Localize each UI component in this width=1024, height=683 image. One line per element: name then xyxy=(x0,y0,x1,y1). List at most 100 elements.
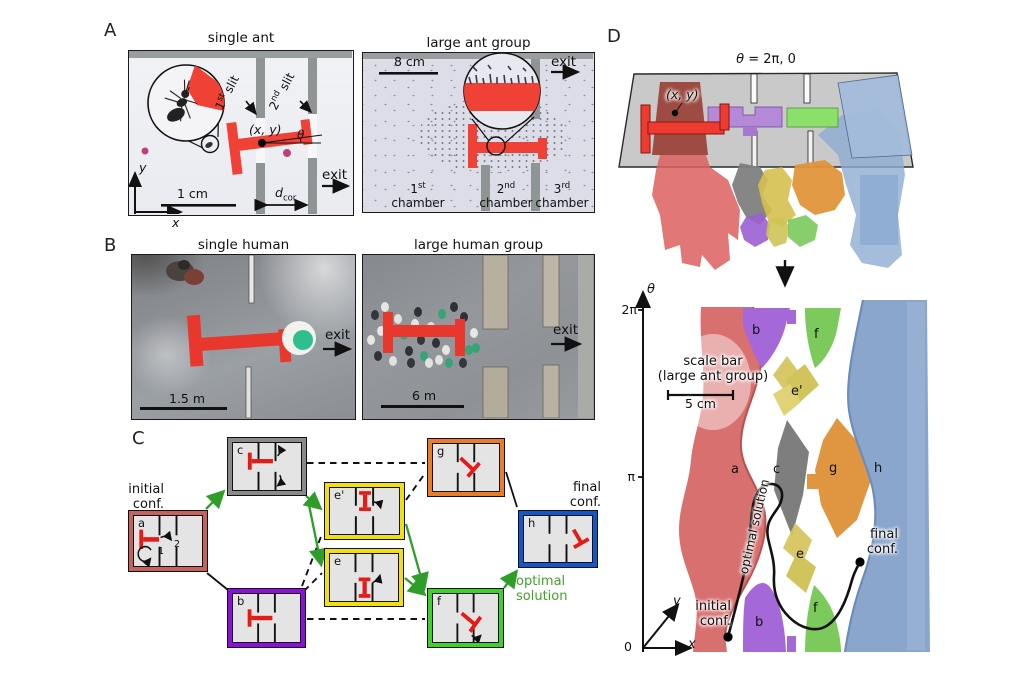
region-g-label: g xyxy=(829,461,838,476)
x-axis-label: x xyxy=(688,637,696,652)
region-c-label: c xyxy=(773,462,781,477)
region-c xyxy=(774,420,809,536)
t-load xyxy=(383,312,465,356)
photo-large-ant-group: 8 cm exit 1st chamber 2nd chamber 3rd ch… xyxy=(362,52,595,213)
chamber3-label: 3rd chamber xyxy=(535,181,589,210)
scalebar-line xyxy=(161,204,236,207)
node-letter: e xyxy=(334,554,342,568)
hanging-volumes xyxy=(652,110,905,270)
wall-top xyxy=(248,255,255,304)
config-box-b: b xyxy=(227,588,306,648)
y-axis-label: y xyxy=(139,160,147,175)
initial-conf-point xyxy=(723,632,733,642)
rotate-arrow-icon xyxy=(372,573,383,584)
scalebar-line xyxy=(379,72,438,75)
region-f-bottom xyxy=(805,585,841,652)
magnifier-icon xyxy=(463,53,541,156)
marker-dot xyxy=(283,149,291,157)
config-box-f: f xyxy=(427,588,504,648)
final-conf-point xyxy=(855,557,865,567)
scalebar-line xyxy=(666,390,735,400)
config-f-diagram xyxy=(456,594,483,642)
region-e xyxy=(783,523,816,593)
node-letter: f xyxy=(437,594,442,608)
region-b-top-label: b xyxy=(752,323,761,338)
plane-theta-label: θ = 2π, 0 xyxy=(736,52,796,67)
single-human-scene xyxy=(140,255,353,418)
step-2: 2 xyxy=(174,539,181,550)
scalebar-line xyxy=(381,405,464,408)
region-f-top-label: f xyxy=(814,327,819,342)
scalebar-label: 8 cm xyxy=(394,54,425,69)
optimal-solution-label: optimal solution xyxy=(516,574,568,604)
region-h-label: h xyxy=(874,461,883,476)
pulling-ants xyxy=(468,64,534,85)
config-ep-diagram xyxy=(354,488,384,534)
node-letter: h xyxy=(528,516,536,530)
panel-c-label: C xyxy=(132,428,145,449)
wall-right xyxy=(578,255,593,418)
volume-f xyxy=(788,215,818,247)
tracking-point xyxy=(258,139,266,147)
edge-g-h xyxy=(505,471,518,508)
exit-label: exit xyxy=(325,327,351,343)
region-a xyxy=(679,307,766,652)
exit-label: exit xyxy=(553,322,579,338)
config-space-plot xyxy=(635,290,930,656)
initial-conf-label: initial conf. xyxy=(695,599,731,629)
magnifier-icon xyxy=(147,64,225,154)
tick-2pi: 2π xyxy=(621,302,637,317)
chamber2-label: 2nd chamber xyxy=(479,181,533,210)
config-box-c: c xyxy=(227,437,307,496)
region-b-bottom xyxy=(743,583,786,652)
config-box-a: a 1 2 xyxy=(128,510,208,572)
region-e-label: e xyxy=(796,547,804,562)
xy-label: (x, y) xyxy=(666,87,699,102)
panel-d-label: D xyxy=(607,26,621,47)
volume-e-prime xyxy=(758,167,796,227)
single-ant-scene xyxy=(129,51,352,214)
scalebar-caption: scale bar (large ant group) xyxy=(657,354,769,384)
edge-b-ep-dashed xyxy=(301,533,323,587)
config-b-diagram xyxy=(247,594,276,642)
panel-a-right-title: large ant group xyxy=(426,35,531,51)
t-load xyxy=(640,103,730,154)
edge-c-ep-green xyxy=(302,491,323,511)
rotate-arrow-icon xyxy=(372,499,384,510)
config-g-diagram xyxy=(456,444,481,491)
exit-label: exit xyxy=(551,54,577,70)
config-h-diagram xyxy=(548,516,590,562)
slit2-arrow-icon xyxy=(299,100,313,114)
config-box-g: g xyxy=(427,438,505,497)
final-conf-label: final conf. xyxy=(569,480,601,510)
wall-2 xyxy=(542,255,560,328)
bystander xyxy=(166,260,204,285)
edge-a-c-green xyxy=(205,489,226,510)
tick-pi: π xyxy=(627,469,635,484)
optimal-path-curve xyxy=(726,482,862,638)
large-human-scene xyxy=(367,255,593,418)
wall-2 xyxy=(308,58,317,114)
config-graph-edges xyxy=(205,462,519,620)
slit1-arrow-icon xyxy=(244,100,257,116)
photo-single-ant: 1st slit 2nd slit (x, y) θ 1 cm dcor exi… xyxy=(128,50,354,216)
dcor-label: dcor xyxy=(275,185,297,204)
config-c-diagram xyxy=(247,443,287,490)
edge-c-e-green xyxy=(306,499,328,568)
scalebar-value: 5 cm xyxy=(685,396,716,411)
region-e-prime-label: e' xyxy=(791,384,803,399)
edge-b-e-dashed xyxy=(303,572,323,592)
region-g xyxy=(815,418,871,538)
volume-g xyxy=(792,160,845,215)
step-1: 1 xyxy=(158,546,165,557)
edge-ep-f-green xyxy=(404,523,429,592)
theta-label: θ xyxy=(297,128,305,142)
config-e-diagram xyxy=(354,554,383,601)
t-load xyxy=(186,314,292,367)
section-f xyxy=(786,107,839,128)
config-space-3d xyxy=(618,72,914,288)
wall-1 xyxy=(482,255,509,330)
initial-conf-label: initial conf. xyxy=(128,482,164,512)
panel-b-left-title: single human xyxy=(197,237,290,253)
